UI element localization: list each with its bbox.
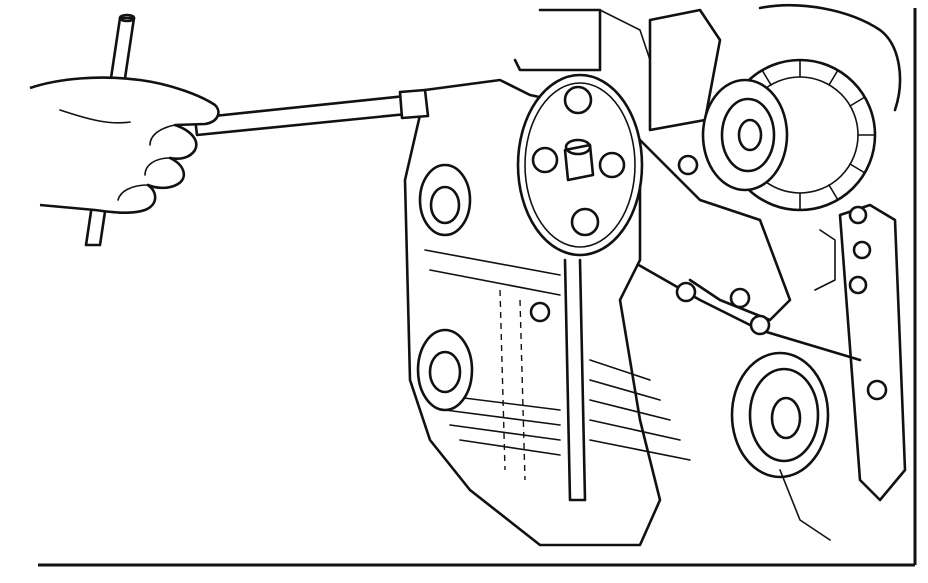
engine-block-background xyxy=(513,3,902,362)
water-pump-pulley xyxy=(516,73,644,257)
alternator-fan xyxy=(723,58,877,212)
bracket-bolts xyxy=(675,154,771,336)
cover-bosses xyxy=(416,163,551,412)
lower-pulley xyxy=(730,351,831,541)
idler-pulley-upper xyxy=(701,78,789,192)
figure-frame xyxy=(38,8,917,567)
tensioner-arm xyxy=(814,203,907,502)
hand xyxy=(29,76,220,215)
